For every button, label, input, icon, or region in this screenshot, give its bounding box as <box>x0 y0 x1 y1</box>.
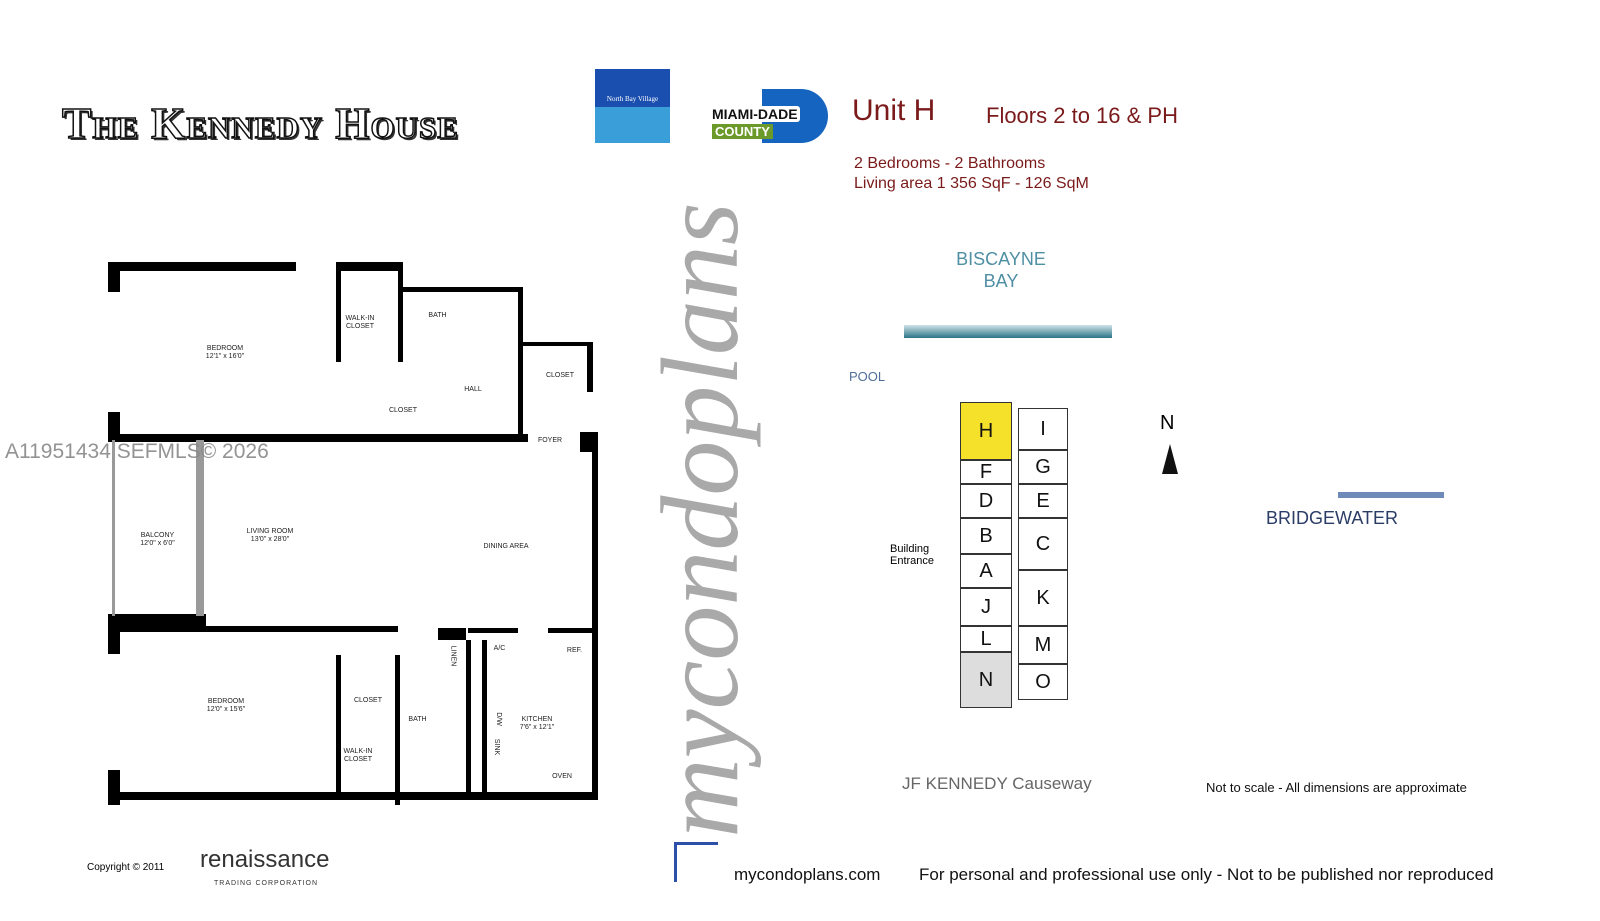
copyright: Copyright © 2011 <box>87 862 165 873</box>
causeway-label: JF KENNEDY Causeway <box>902 774 1092 793</box>
room-label: WALK-IN CLOSET <box>343 748 373 763</box>
unit-k[interactable]: K <box>1018 570 1068 626</box>
room-label: SINK <box>493 738 500 756</box>
unit-n[interactable]: N <box>960 652 1012 708</box>
building-entrance-label: Building Entrance <box>890 543 935 567</box>
unit-title: Unit H <box>852 94 936 127</box>
floors-label: Floors 2 to 16 & PH <box>986 103 1178 128</box>
unit-d[interactable]: D <box>960 484 1012 518</box>
room-label: A/C <box>493 645 506 652</box>
biscayne-bay-label: BISCAYNE BAY <box>956 249 1046 291</box>
unit-e[interactable]: E <box>1018 484 1068 518</box>
unit-f[interactable]: F <box>960 460 1012 484</box>
room-label: WALK-IN CLOSET <box>345 315 375 330</box>
unit-o[interactable]: O <box>1018 664 1068 700</box>
usage-notice: For personal and professional use only -… <box>919 865 1494 884</box>
room-label: CLOSET <box>388 407 417 414</box>
room-label: CLOSET <box>353 697 382 704</box>
unit-l[interactable]: L <box>960 626 1012 652</box>
north-arrow-icon <box>1162 444 1178 474</box>
website-link[interactable]: mycondoplans.com <box>734 865 881 884</box>
room-label: BATH <box>428 312 447 319</box>
pool-label: POOL <box>849 369 886 384</box>
scale-note: Not to scale - All dimensions are approx… <box>1206 780 1467 795</box>
kennedy-house-logo: The Kennedy House <box>61 98 459 149</box>
room-label: CLOSET <box>545 372 574 379</box>
unit-b[interactable]: B <box>960 518 1012 554</box>
unit-c[interactable]: C <box>1018 518 1068 570</box>
bay-water <box>904 325 1112 338</box>
north-bay-village-logo: North Bay Village <box>595 69 670 143</box>
room-label: D/W <box>495 712 502 726</box>
unit-m[interactable]: M <box>1018 626 1068 664</box>
room-label: BATH <box>408 716 427 723</box>
unit-i[interactable]: I <box>1018 408 1068 450</box>
room-label: OVEN <box>552 773 572 780</box>
north-label: N <box>1160 412 1175 434</box>
building-site-plan: H F D B A J L N I G E C K M O <box>960 390 1072 720</box>
room-label: HALL <box>464 386 482 393</box>
unit-h[interactable]: H <box>960 402 1012 460</box>
room-label: FOYER <box>537 437 563 444</box>
mls-watermark: A11951434 SEFMLS© 2026 <box>5 440 269 463</box>
unit-a[interactable]: A <box>960 554 1012 588</box>
unit-g[interactable]: G <box>1018 450 1068 484</box>
room-label: LINEN <box>449 645 457 667</box>
bridgewater-label: BRIDGEWATER <box>1266 508 1399 528</box>
room-label: DINING AREA <box>483 543 529 550</box>
room-label: REF. <box>566 647 583 654</box>
unit-j[interactable]: J <box>960 588 1012 626</box>
bridgewater-building <box>1338 492 1444 498</box>
mycondoplans-logo-icon <box>674 842 718 882</box>
brand-watermark: mycondoplans <box>639 202 761 838</box>
